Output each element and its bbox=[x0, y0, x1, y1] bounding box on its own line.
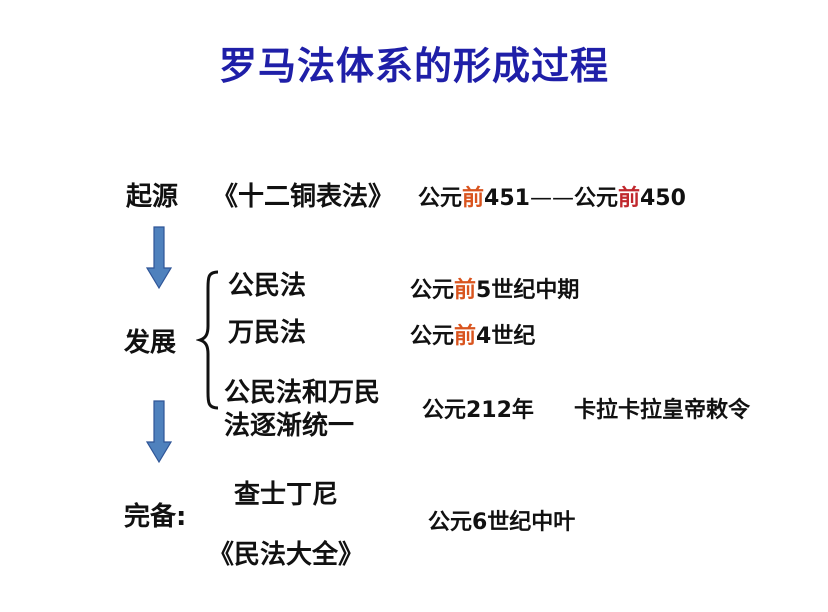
dev-date-1: 公元前5世纪中期 bbox=[410, 272, 579, 304]
page-title: 罗马法体系的形成过程 bbox=[218, 44, 609, 88]
completion-label: 完备: bbox=[124, 502, 187, 532]
down-arrow-icon bbox=[146, 226, 172, 290]
dev-note-3: 卡拉卡拉皇帝敕令 bbox=[574, 398, 751, 423]
dev-law-3-line2: 法逐渐统一 bbox=[224, 411, 355, 441]
down-arrow-icon bbox=[146, 400, 172, 464]
dev-law-1: 公民法 bbox=[228, 271, 307, 301]
dev-date-2-suffix: 4世纪 bbox=[476, 324, 536, 349]
dev-date-1-suffix: 5世纪中期 bbox=[476, 278, 580, 303]
dev-date-2-prefix: 公元 bbox=[410, 324, 455, 349]
dev-date-3: 公元212年 bbox=[422, 398, 534, 423]
origin-end-prefix: 公元 bbox=[573, 186, 618, 211]
dev-date-2-highlight: 前 bbox=[454, 324, 477, 349]
dev-date-1-highlight: 前 bbox=[454, 278, 477, 303]
dev-law-2: 万民法 bbox=[228, 318, 307, 348]
brace-icon bbox=[196, 270, 219, 410]
origin-label: 起源 bbox=[126, 182, 179, 212]
completion-date: 公元6世纪中叶 bbox=[428, 510, 576, 535]
origin-dash: —— bbox=[529, 186, 574, 211]
dev-law-3-line1: 公民法和万民 bbox=[224, 378, 381, 408]
origin-date-range: 公元前451——公元前450 bbox=[418, 180, 686, 212]
dev-date-1-prefix: 公元 bbox=[410, 278, 455, 303]
origin-end-year: 450 bbox=[640, 186, 686, 211]
origin-start-highlight: 前 bbox=[462, 186, 485, 211]
origin-start-prefix: 公元 bbox=[418, 186, 463, 211]
dev-date-2: 公元前4世纪 bbox=[410, 318, 535, 350]
origin-start-year: 451 bbox=[484, 186, 530, 211]
origin-law: 《十二铜表法》 bbox=[212, 182, 395, 212]
completion-work: 《民法大全》 bbox=[208, 540, 365, 570]
development-label: 发展 bbox=[124, 328, 177, 358]
completion-person: 查士丁尼 bbox=[234, 480, 339, 510]
origin-end-highlight: 前 bbox=[617, 186, 640, 211]
